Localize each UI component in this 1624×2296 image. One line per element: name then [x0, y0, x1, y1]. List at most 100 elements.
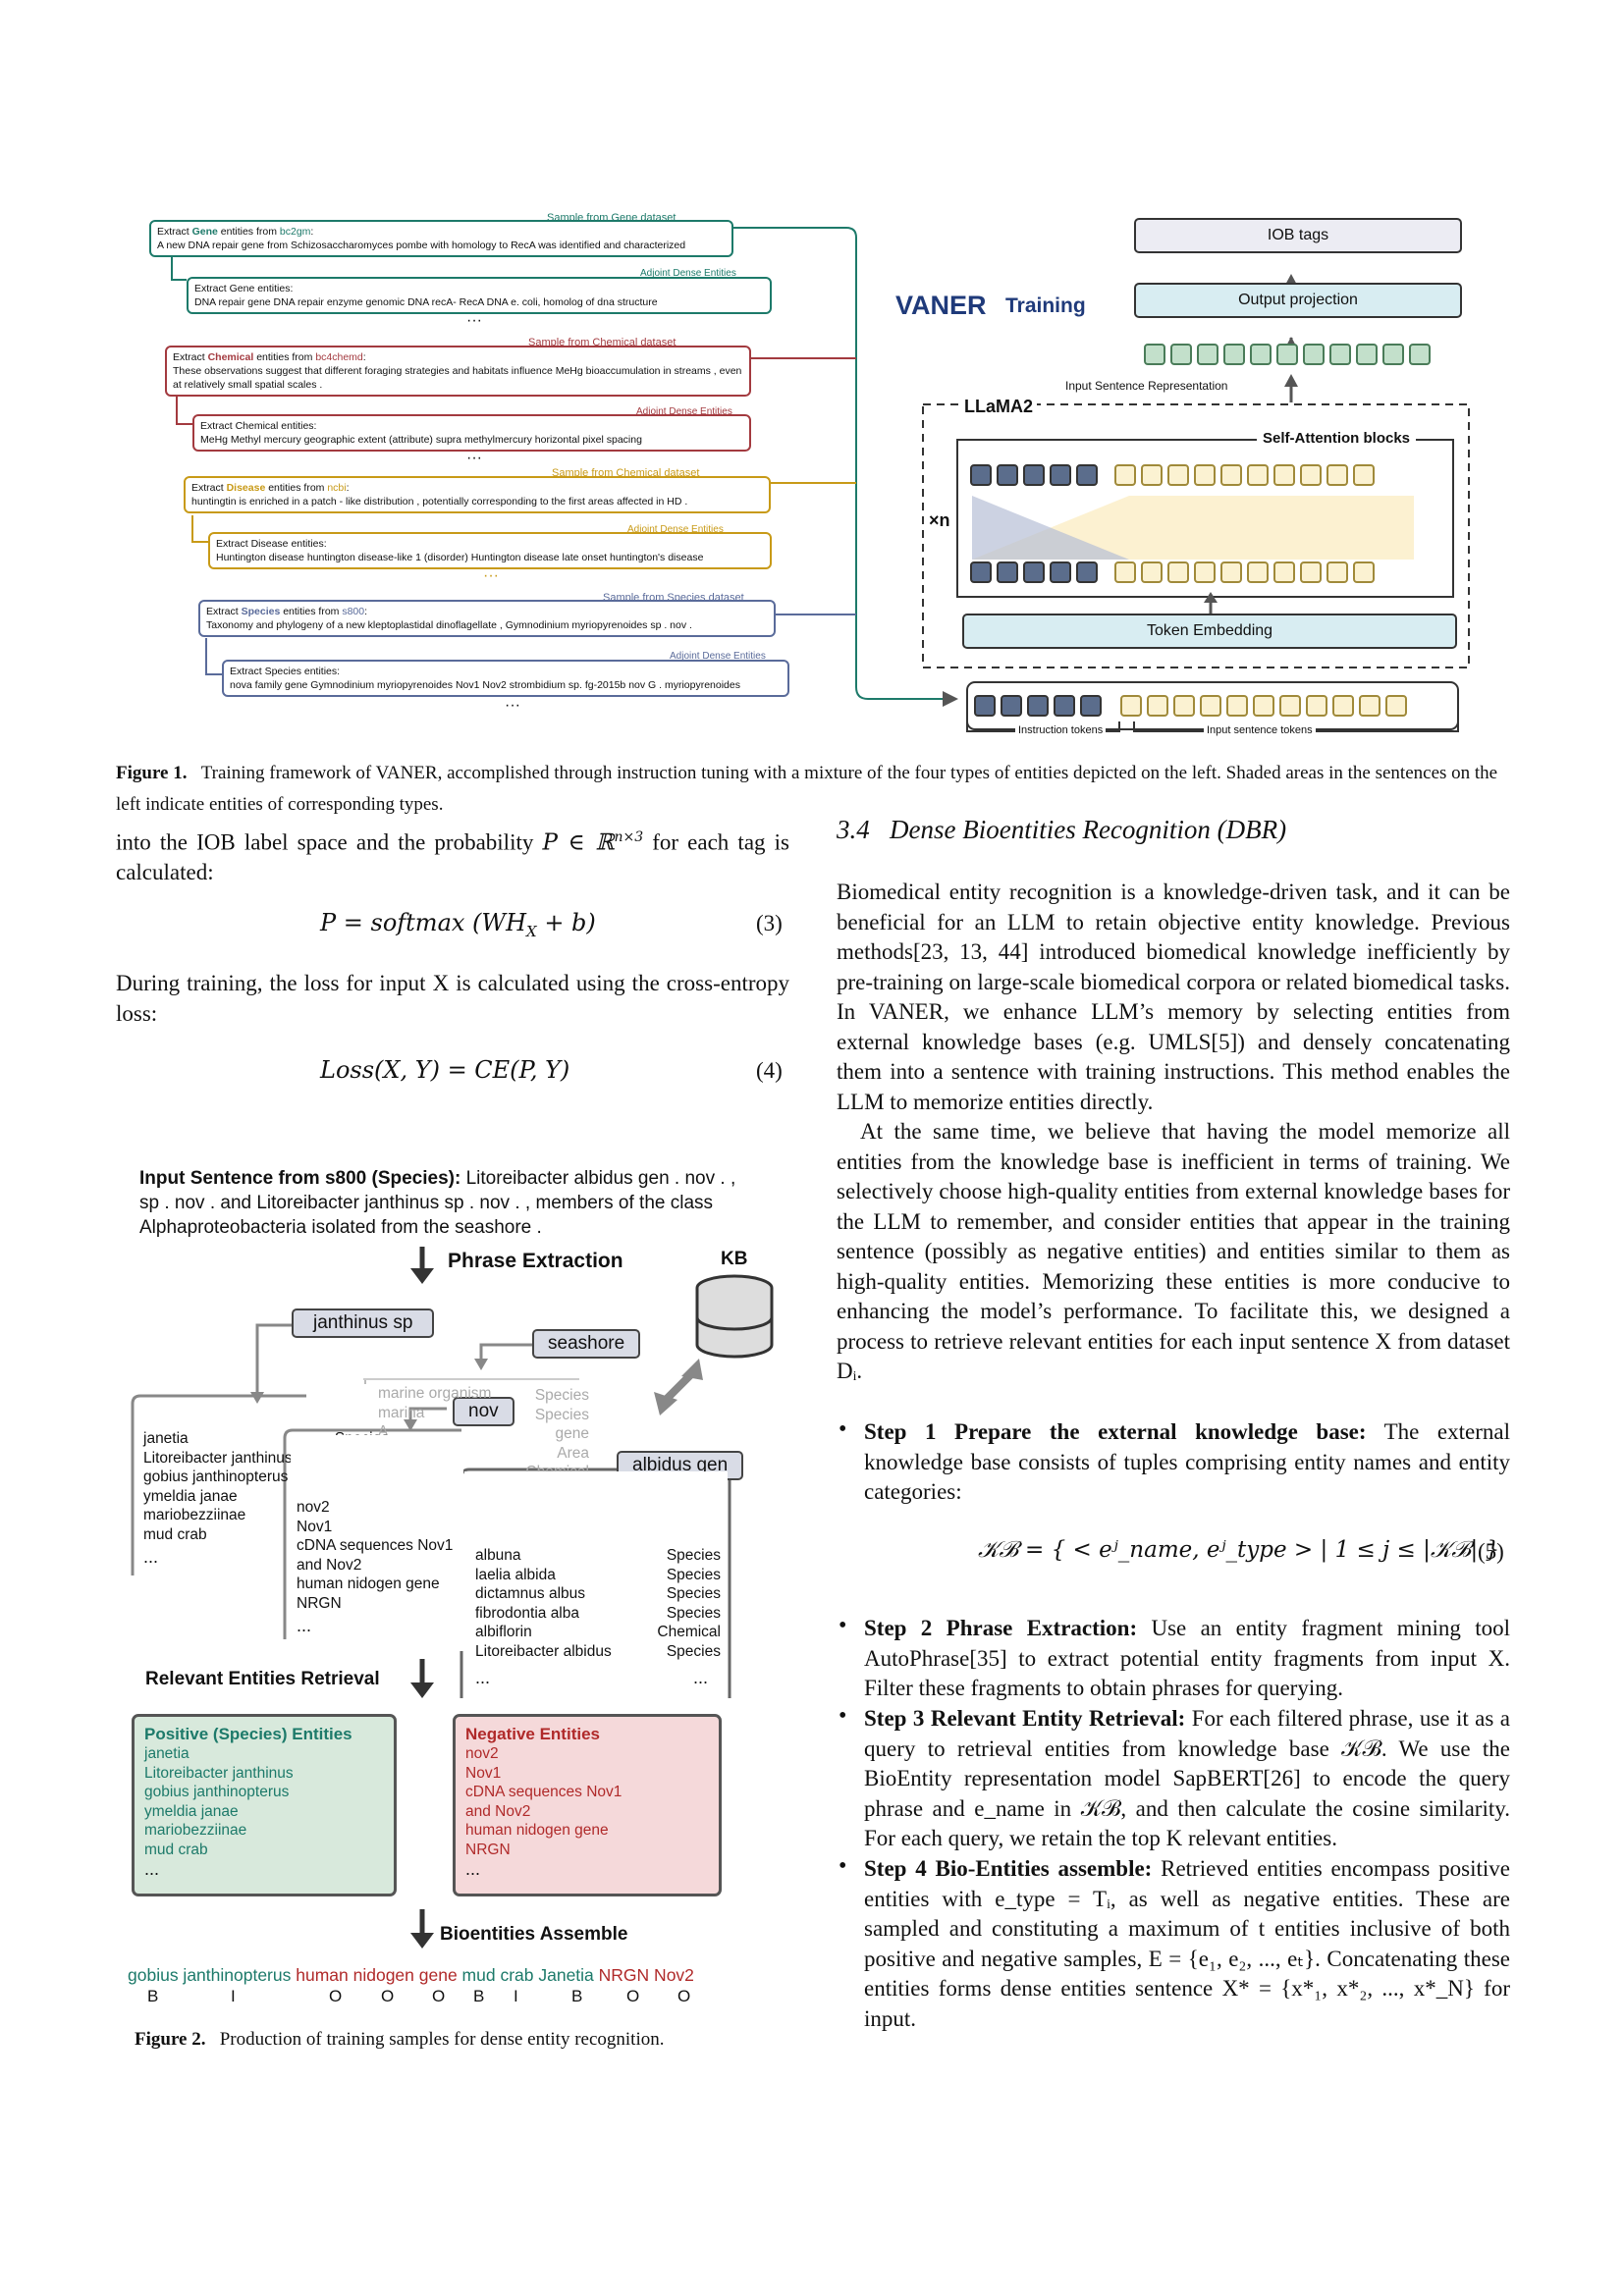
- disease-source: ncbi: [327, 482, 347, 494]
- instruction-token: [974, 695, 996, 717]
- gene-type: Gene: [191, 226, 218, 238]
- gene-instruction-mid: entities from: [217, 226, 280, 238]
- iob-tag: O: [329, 1987, 343, 2005]
- eq3-main: P = softmax (WH: [320, 909, 526, 936]
- left-p1-math: P ∈ ℝ: [542, 829, 615, 856]
- sentence-token: [1276, 344, 1298, 365]
- figure-1-caption-text: Training framework of VANER, accomplishe…: [116, 763, 1498, 815]
- sentence-token: [1167, 464, 1189, 486]
- sentence-token: [1194, 561, 1216, 583]
- section-heading: 3.4 Dense Bioentities Recognition (DBR): [837, 815, 1286, 845]
- sentence-token: [1273, 561, 1295, 583]
- sentence-token: [1194, 464, 1216, 486]
- entity-type: Species: [666, 1547, 721, 1564]
- instruction-token: [970, 464, 992, 486]
- negative-entity: nov2: [465, 1745, 499, 1762]
- assembled-entity: mud crab: [457, 1965, 534, 1985]
- entity-name: Litoreibacter janthinus: [143, 1449, 293, 1467]
- instruction-token: [1050, 464, 1071, 486]
- instruction-token: [1080, 695, 1102, 717]
- assembled-sentence: gobius janthinopterus human nidogen gene…: [128, 1965, 694, 1986]
- step2-title: Step 2 Phrase Extraction:: [864, 1616, 1138, 1640]
- figure-2-graphics: [131, 1247, 774, 1949]
- list-item: nov2: [297, 1498, 463, 1518]
- equation-3-number: (3): [756, 911, 783, 935]
- positive-entity: janetia: [144, 1745, 189, 1762]
- disease-sample-text: huntingtin is enriched in a patch - like…: [191, 496, 688, 507]
- disease-adjoint-box: Extract Disease entities: Huntington dis…: [208, 532, 772, 569]
- list2-panel: [291, 1435, 463, 1651]
- section-title: Dense Bioentities Recognition (DBR): [890, 815, 1287, 844]
- assembled-entity: human nidogen gene: [291, 1965, 458, 1985]
- eq3-end: + b): [536, 909, 596, 936]
- chemical-adjoint-title: Extract Chemical entities:: [200, 420, 317, 432]
- sentence-token: [1300, 464, 1322, 486]
- sentence-token: [1306, 695, 1327, 717]
- instruction-token: [1076, 561, 1098, 583]
- sentence-token: [1300, 561, 1322, 583]
- gene-ellipsis: ···: [466, 312, 482, 329]
- instruction-token: [1027, 695, 1049, 717]
- step4-bullet: •: [839, 1853, 847, 1879]
- sentence-token: [1273, 464, 1295, 486]
- figure-1-caption-label: Figure 1.: [116, 763, 188, 783]
- right-paragraph-1: Biomedical entity recognition is a knowl…: [837, 880, 1510, 1114]
- figure-1: Sample from Gene dataset Extract Gene en…: [0, 0, 1624, 746]
- iob-tag: B: [473, 1987, 485, 2005]
- disease-adjoint-title: Extract Disease entities:: [216, 538, 327, 550]
- sentence-token: [1382, 344, 1404, 365]
- step3-bullet: •: [839, 1703, 847, 1729]
- gene-instruction-pre: Extract: [157, 226, 192, 238]
- section-number: 3.4: [837, 815, 870, 844]
- sentence-token: [1226, 695, 1248, 717]
- eq5-main: 𝒦ℬ = { < e: [978, 1537, 1112, 1563]
- list3-ellipsis: ...: [475, 1668, 491, 1687]
- positive-entity: Litoreibacter janthinus: [144, 1764, 294, 1782]
- right-paragraph-2: At the same time, we believe that having…: [837, 1119, 1510, 1383]
- sentence-token: [1170, 344, 1192, 365]
- list1-ellipsis: ...: [143, 1547, 159, 1567]
- gene-sample-box: Extract Gene entities from bc2gm: A new …: [149, 220, 733, 257]
- training-label: Training: [1005, 294, 1086, 317]
- positive-entity: gobius janthinopterus: [144, 1784, 290, 1800]
- list3-ellipsis-right: ...: [693, 1668, 709, 1687]
- entity-name: albuna: [475, 1547, 521, 1564]
- attention-top-row: [970, 464, 1441, 488]
- step1-bullet: •: [839, 1416, 847, 1442]
- sentence-token: [1279, 695, 1301, 717]
- entity-type: Species: [666, 1642, 721, 1660]
- negative-entity: Nov1: [465, 1764, 502, 1782]
- token-embedding-box: Token Embedding: [962, 614, 1457, 649]
- negative-ellipsis: ...: [465, 1859, 481, 1879]
- entity-name: gobius janthinopterus: [143, 1468, 289, 1485]
- entity-name: Nov1: [297, 1518, 333, 1535]
- instruction-token: [997, 561, 1018, 583]
- sentence-token: [1167, 561, 1189, 583]
- species-adjoint-text: nova family gene Gymnodinium myriopyreno…: [230, 679, 740, 691]
- sentence-token: [1326, 561, 1348, 583]
- species-instruction-mid: entities from: [280, 606, 343, 617]
- sentence-token: [1220, 561, 1242, 583]
- relevant-retrieval-label: Relevant Entities Retrieval: [145, 1669, 380, 1689]
- kb-label: KB: [721, 1249, 748, 1269]
- equation-4: Loss(X, Y) = CE(P, Y): [320, 1056, 570, 1084]
- chemical-type: Chemical: [207, 351, 254, 363]
- fig2-input-label: Input Sentence from s800 (Species):: [139, 1168, 461, 1189]
- entity-type: Species: [666, 1585, 721, 1602]
- ghost-type: Area: [557, 1444, 589, 1462]
- fig2-input-text: Litoreibacter albidus gen . nov . , sp .…: [139, 1168, 736, 1238]
- species-adjoint-label: Adjoint Dense Entities: [670, 651, 766, 662]
- phrase-seashore: seashore: [532, 1329, 641, 1359]
- entity-name: and Nov2: [297, 1556, 362, 1574]
- positive-title: Positive (Species) Entities: [144, 1725, 352, 1743]
- species-adjoint-title: Extract Species entities:: [230, 666, 341, 677]
- figure-2-caption: Figure 2. Production of training samples…: [135, 2024, 783, 2056]
- instruction-token: [1050, 561, 1071, 583]
- ghost-entity: marina: [378, 1404, 425, 1421]
- instruction-token: [970, 561, 992, 583]
